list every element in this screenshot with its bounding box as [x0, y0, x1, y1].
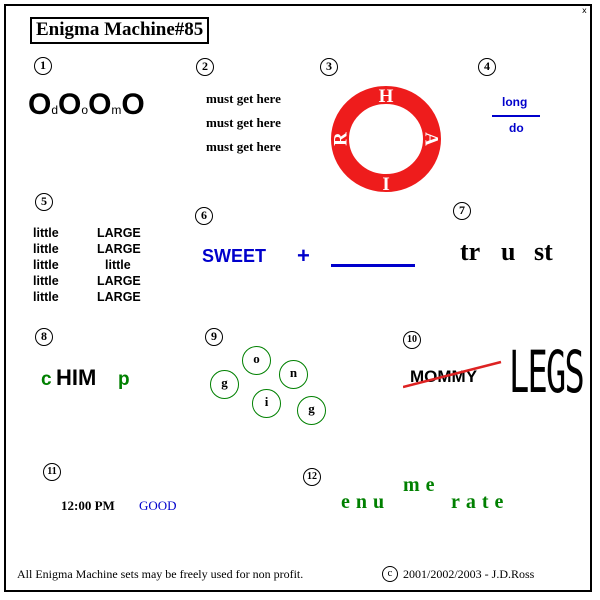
- little-3: little: [33, 258, 59, 272]
- strike-line: [403, 360, 502, 389]
- puzzle-2-line: must get here: [206, 91, 281, 106]
- big-o: O: [121, 88, 145, 121]
- small-letter: d: [51, 103, 59, 117]
- small-letter: m: [111, 103, 122, 117]
- enumerate-raised: me: [403, 474, 441, 496]
- footer-copyright: 2001/2002/2003 - J.D.Ross: [403, 567, 535, 581]
- little-4: little: [33, 274, 59, 288]
- ring-letter-bottom: I: [382, 173, 389, 194]
- strike-stroke: [403, 360, 502, 389]
- puzzle-2-line: must get here: [206, 139, 281, 154]
- clock-time: 12:00 PM: [61, 498, 115, 513]
- puzzle-number-1: 1: [34, 57, 52, 75]
- puzzle-number-3: 3: [320, 58, 338, 76]
- page-title: Enigma Machine#85: [30, 17, 210, 44]
- good-word: GOOD: [139, 498, 177, 513]
- fraction-numerator: long: [502, 95, 528, 109]
- chimp-him: HIM: [56, 365, 97, 390]
- puzzle-number-12: 12: [303, 468, 321, 486]
- letter-bubble-o: o: [242, 346, 271, 375]
- enumerate-left: enu: [341, 491, 391, 513]
- big-o: O: [28, 88, 52, 121]
- trust-part-tr: tr: [460, 237, 481, 266]
- footer-notice: All Enigma Machine sets may be freely us…: [17, 567, 304, 581]
- ring-letter-left: R: [330, 132, 351, 146]
- big-o: O: [58, 88, 82, 121]
- letter-bubble-g2: g: [297, 396, 326, 425]
- big-o: O: [88, 88, 112, 121]
- sweet-word: SWEET: [202, 246, 267, 266]
- large-1: LARGE: [97, 226, 141, 240]
- ring-letter-top: H: [379, 86, 394, 107]
- little-2: little: [33, 242, 59, 256]
- ring-letter-right: A: [421, 132, 442, 146]
- trust-part-u: u: [501, 237, 516, 266]
- little-5: little: [33, 290, 59, 304]
- small-letter: o: [81, 103, 89, 117]
- ring-shape: [331, 86, 441, 192]
- corner-mark: x: [582, 6, 587, 15]
- puzzle-number-5: 5: [35, 193, 53, 211]
- puzzle-2-line: must get here: [206, 115, 281, 130]
- plus-sign: +: [297, 243, 310, 268]
- large-2: LARGE: [97, 242, 141, 256]
- puzzle-number-8: 8: [35, 328, 53, 346]
- letter-bubble-g: g: [210, 370, 239, 399]
- puzzle-number-4: 4: [478, 58, 496, 76]
- puzzle-3-ring: H A I R: [330, 86, 442, 194]
- little-middle: little: [105, 258, 131, 272]
- letter-bubble-n: n: [279, 360, 308, 389]
- trust-part-st: st: [534, 237, 553, 266]
- page-frame: [4, 4, 592, 592]
- puzzle-number-10: 10: [403, 331, 421, 349]
- copyright-icon: c: [382, 566, 398, 582]
- legs-word: LEGS: [509, 338, 585, 406]
- little-1: little: [33, 226, 59, 240]
- large-4: LARGE: [97, 274, 141, 288]
- letter-bubble-i: i: [252, 389, 281, 418]
- blank-line: [331, 264, 415, 267]
- fraction-bar: [492, 115, 540, 117]
- puzzle-number-7: 7: [453, 202, 471, 220]
- puzzle-number-11: 11: [43, 463, 61, 481]
- puzzle-number-9: 9: [205, 328, 223, 346]
- puzzle-number-6: 6: [195, 207, 213, 225]
- large-5: LARGE: [97, 290, 141, 304]
- puzzle-1: OdOoOmO: [28, 88, 145, 122]
- chimp-p: p: [118, 369, 130, 390]
- fraction-denominator: do: [509, 121, 524, 135]
- chimp-c: c: [41, 369, 52, 390]
- puzzle-number-2: 2: [196, 58, 214, 76]
- enumerate-right: rate: [451, 491, 510, 513]
